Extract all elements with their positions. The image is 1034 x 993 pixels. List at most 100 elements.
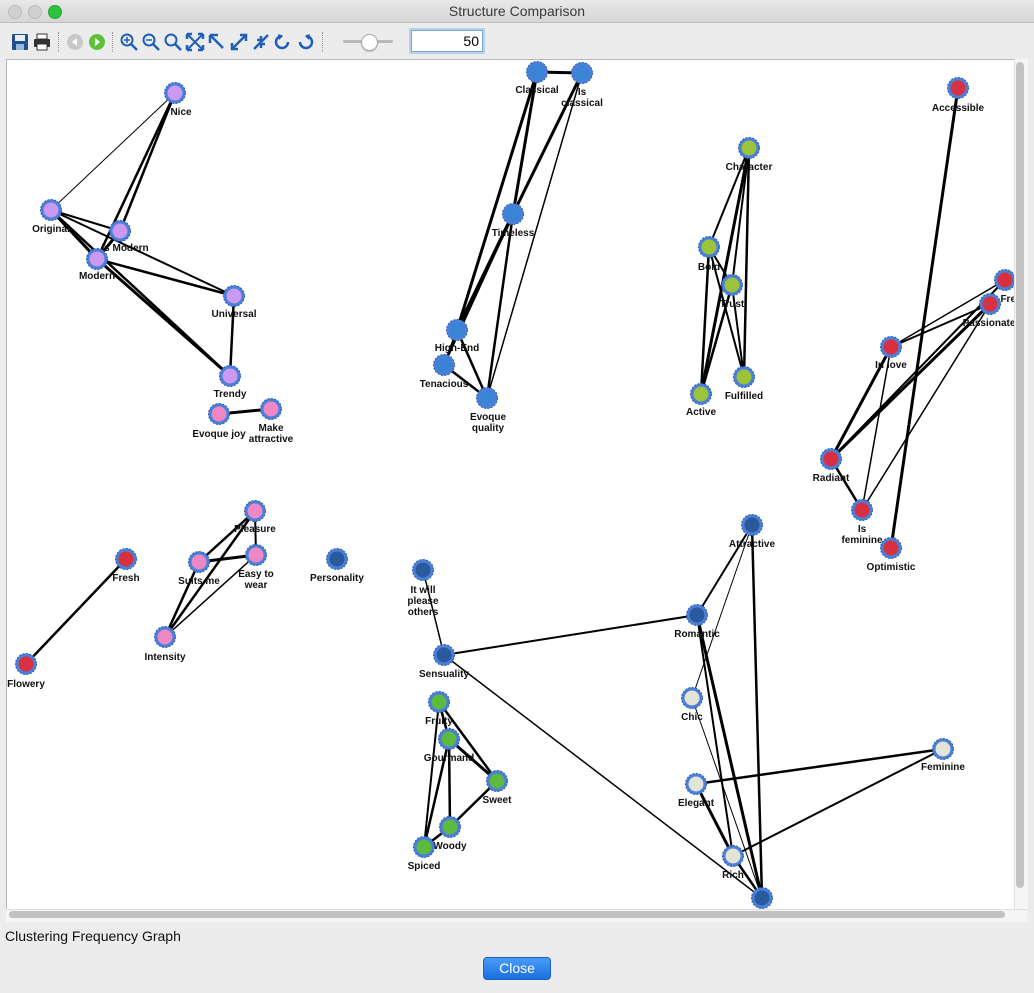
horizontal-scroll-thumb[interactable] — [9, 911, 1005, 918]
graph-node-optimistic[interactable] — [880, 537, 902, 559]
window-maximize-button[interactable] — [48, 5, 62, 19]
node-label-nice: Nice — [170, 107, 192, 118]
edge-original-universal — [50, 209, 235, 297]
graph-node-bottomnode[interactable] — [751, 887, 773, 909]
zoom-input[interactable] — [411, 30, 483, 52]
graph-node-accessible[interactable] — [947, 77, 969, 99]
graph-node-fulfilled[interactable] — [733, 366, 755, 388]
edge-elegant-feminine — [695, 747, 944, 786]
graph-node-sweet[interactable] — [486, 770, 508, 792]
node-label-bold: Bold — [698, 262, 720, 273]
edge-modern-universal — [96, 257, 235, 298]
close-button[interactable]: Close — [483, 957, 551, 980]
edge-original-ismodern — [50, 209, 121, 232]
graph-node-personality[interactable] — [326, 548, 348, 570]
window-minimize-button[interactable] — [28, 5, 42, 19]
graph-node-radiant[interactable] — [820, 448, 842, 470]
graph-node-gourmand[interactable] — [438, 728, 460, 750]
graph-node-evoquejoy[interactable] — [208, 403, 230, 425]
graph-node-active[interactable] — [690, 383, 712, 405]
graph-node-highend[interactable] — [446, 319, 468, 341]
graph-node-inlove[interactable] — [880, 336, 902, 358]
graph-node-ismodern[interactable] — [109, 220, 131, 242]
zoom-icon[interactable] — [163, 32, 183, 52]
graph-node-universal[interactable] — [223, 285, 245, 307]
graph-node-pleaseothers[interactable] — [412, 559, 434, 581]
graph-node-character[interactable] — [738, 137, 760, 159]
zoom-slider-thumb[interactable] — [361, 34, 378, 51]
save-icon[interactable] — [10, 32, 30, 52]
move-top-left-icon[interactable] — [207, 32, 227, 52]
graph-node-spiced[interactable] — [413, 836, 435, 858]
node-label-radiant: Radiant — [813, 473, 850, 484]
node-label-pleasure: Pleasure — [234, 524, 276, 535]
edge-attractive-chic — [691, 524, 753, 699]
node-label-trust: Trust — [720, 299, 745, 310]
edge-nice-modern — [95, 92, 177, 260]
graph-node-isclassical[interactable] — [571, 62, 593, 84]
graph-node-trust[interactable] — [721, 274, 743, 296]
print-icon[interactable] — [32, 32, 52, 52]
edge-fresh2-inlove — [890, 279, 1006, 348]
zoom-in-icon[interactable] — [119, 32, 139, 52]
node-label-rich: Rich — [722, 870, 744, 881]
edge-trust-fulfilled — [731, 284, 745, 378]
back-arrow-icon[interactable] — [65, 32, 85, 52]
graph-node-evoquequality[interactable] — [476, 387, 498, 409]
graph-node-original[interactable] — [40, 199, 62, 221]
graph-node-timeless[interactable] — [502, 203, 524, 225]
edge-fruity-sweet — [437, 701, 499, 782]
node-label-universal: Universal — [211, 309, 256, 320]
graph-node-classical[interactable] — [526, 61, 548, 83]
graph-node-feminine[interactable] — [932, 738, 954, 760]
graph-node-rich[interactable] — [722, 845, 744, 867]
graph-node-flowery[interactable] — [15, 653, 37, 675]
graph-node-intensity[interactable] — [154, 626, 176, 648]
edge-passionate-isfeminine — [861, 303, 991, 511]
graph-node-makeattractive[interactable] — [260, 398, 282, 420]
graph-node-passionate[interactable] — [979, 293, 1001, 315]
zoom-out-icon[interactable] — [141, 32, 161, 52]
graph-node-easytowear[interactable] — [245, 544, 267, 566]
expand-icon[interactable] — [229, 32, 249, 52]
graph-node-isfeminine[interactable] — [851, 499, 873, 521]
graph-node-modern[interactable] — [86, 248, 108, 270]
graph-node-trendy[interactable] — [219, 365, 241, 387]
node-label-fulfilled: Fulfilled — [725, 391, 763, 402]
vertical-scroll-thumb[interactable] — [1016, 62, 1024, 888]
graph-node-sensuality[interactable] — [433, 644, 455, 666]
graph-node-elegant[interactable] — [685, 773, 707, 795]
node-label-attractive: Attractive — [729, 539, 776, 550]
node-label-character: Character — [726, 162, 773, 173]
graph-node-fresh2[interactable] — [994, 269, 1016, 291]
node-label-classical: Classical — [515, 85, 559, 96]
forward-arrow-icon[interactable] — [87, 32, 107, 52]
edge-romantic-rich — [696, 614, 734, 857]
edge-gourmand-woody — [447, 738, 452, 828]
graph-node-nice[interactable] — [164, 82, 186, 104]
rotate-right-icon[interactable] — [295, 32, 315, 52]
rotate-left-icon[interactable] — [273, 32, 293, 52]
graph-node-attractive[interactable] — [741, 514, 763, 536]
graph-node-fruity[interactable] — [428, 691, 450, 713]
node-label-accessible: Accessible — [932, 103, 985, 114]
graph-node-romantic[interactable] — [686, 604, 708, 626]
graph-node-tenacious[interactable] — [433, 354, 455, 376]
collapse-icon[interactable] — [251, 32, 271, 52]
graph-node-woody[interactable] — [439, 816, 461, 838]
graph-node-pleasure[interactable] — [244, 500, 266, 522]
graph-node-chic[interactable] — [681, 687, 703, 709]
graph-node-bold[interactable] — [698, 236, 720, 258]
fit-to-window-icon[interactable] — [185, 32, 205, 52]
graph-node-suitsme[interactable] — [188, 551, 210, 573]
graph-node-fresh[interactable] — [115, 548, 137, 570]
edge-classical-highend — [455, 71, 539, 331]
window-close-button[interactable] — [8, 5, 22, 19]
node-label-modern: Modern — [79, 271, 115, 282]
window-titlebar: Structure Comparison — [0, 0, 1034, 23]
edge-nice-ismodern — [118, 92, 177, 232]
